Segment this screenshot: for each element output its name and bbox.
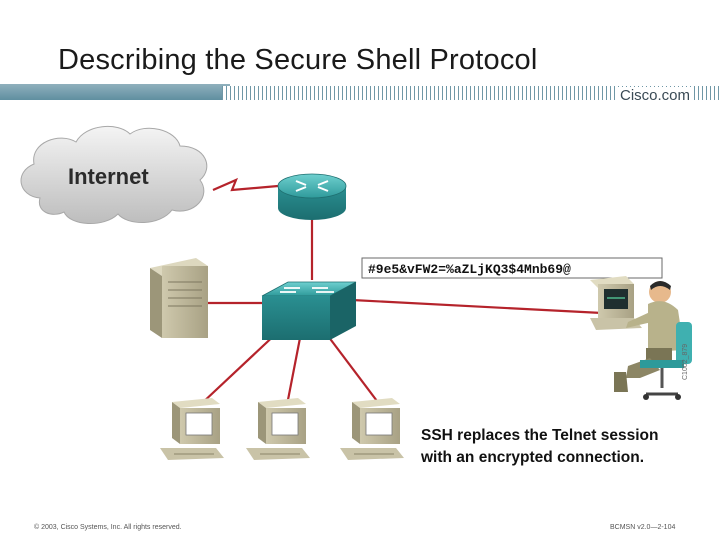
pc-icon bbox=[160, 398, 224, 460]
encrypted-data-box: #9e5&vFW2=%aZLjKQ3$4Mnb69@ bbox=[361, 257, 663, 279]
link-switch-pc2 bbox=[285, 337, 302, 406]
pc-icon bbox=[340, 398, 404, 460]
link-internet-router bbox=[212, 177, 279, 192]
link-switch-pc1 bbox=[199, 329, 281, 406]
caption-line-2: with an encrypted connection. bbox=[421, 449, 645, 466]
diagram-caption: SSH replaces the Telnet session with an … bbox=[421, 425, 711, 469]
pc-icon bbox=[246, 398, 310, 460]
link-switch-workstation bbox=[351, 298, 603, 315]
router-icon bbox=[277, 173, 347, 220]
header-band bbox=[0, 84, 230, 100]
link-switch-pc3 bbox=[327, 335, 381, 406]
encrypted-string: #9e5&vFW2=%aZLjKQ3$4Mnb69@ bbox=[368, 262, 571, 277]
internet-cloud-icon: Internet bbox=[20, 125, 208, 225]
brand-logo: Cisco.com bbox=[617, 87, 694, 104]
slide-title: Describing the Secure Shell Protocol bbox=[58, 44, 538, 76]
figure-id: C1002_879 bbox=[682, 343, 689, 380]
switch-icon bbox=[261, 281, 357, 340]
caption-line-1: SSH replaces the Telnet session bbox=[421, 427, 659, 444]
internet-label: Internet bbox=[68, 164, 149, 189]
network-links bbox=[199, 177, 603, 406]
header-stripes bbox=[222, 86, 720, 100]
course-footer: BCMSN v2.0—2-104 bbox=[610, 524, 676, 531]
copyright-footer: © 2003, Cisco Systems, Inc. All rights r… bbox=[34, 524, 182, 531]
server-icon bbox=[150, 258, 208, 338]
workstation-user-icon bbox=[590, 276, 692, 400]
